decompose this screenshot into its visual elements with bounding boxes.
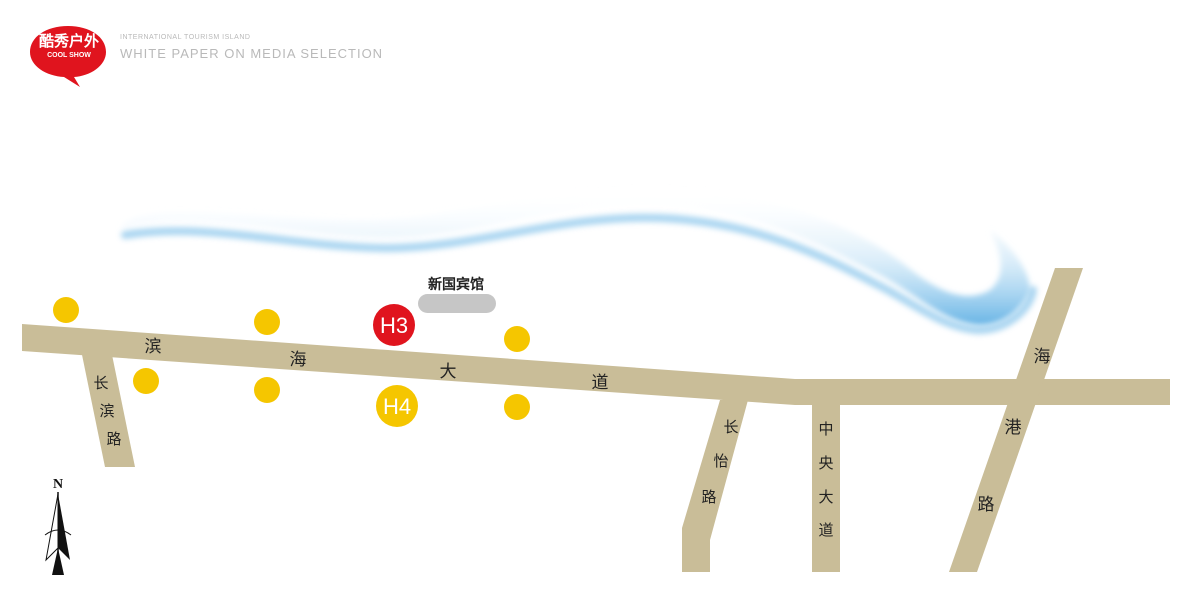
road-label-char: 大	[440, 362, 457, 382]
brand-name: 酷秀户外	[38, 32, 99, 50]
compass-icon: N	[44, 477, 72, 575]
road-zhongyang-avenue	[812, 400, 840, 572]
marker-h4-label: H4	[383, 394, 411, 419]
tagline-small: INTERNATIONAL TOURISM ISLAND	[120, 34, 251, 41]
road-label-char: 滨	[99, 402, 114, 420]
water-area	[120, 187, 1030, 326]
road-binhai-avenue	[22, 324, 1170, 405]
road-label-char: 道	[818, 521, 833, 539]
location-dots	[53, 297, 530, 420]
road-changbin-road	[80, 345, 135, 467]
road-label-char: 中	[818, 420, 833, 438]
road-changyi-road	[682, 400, 748, 572]
road-label-char: 海	[1034, 347, 1051, 367]
road-label-char: 道	[592, 373, 609, 393]
road-haigang-road	[949, 268, 1083, 572]
marker-h3[interactable]: H3	[373, 304, 415, 346]
road-label-char: 路	[106, 430, 121, 448]
marker-h4[interactable]: H4	[376, 385, 418, 427]
road-label-char: 路	[701, 488, 716, 506]
location-dot[interactable]	[133, 368, 159, 394]
road-label-char: 央	[818, 454, 833, 472]
road-label-char: 大	[818, 488, 833, 506]
coastline	[121, 213, 1037, 335]
road-label-char: 港	[1005, 418, 1022, 438]
road-labels: 滨 海 大 道 长 滨 路 长 怡 路 中 央 大 道 海 港 路	[93, 337, 1050, 539]
location-dot[interactable]	[254, 377, 280, 403]
location-dot[interactable]	[254, 309, 280, 335]
marker-h3-label: H3	[380, 313, 408, 338]
roads	[22, 268, 1170, 572]
landmark-label: 新国宾馆	[428, 276, 484, 293]
road-label-char: 怡	[713, 452, 728, 470]
road-label-char: 滨	[145, 337, 162, 357]
compass-north-label: N	[53, 477, 63, 492]
location-dot[interactable]	[504, 326, 530, 352]
brand-subtitle: COOL SHOW	[47, 52, 91, 59]
road-label-char: 路	[978, 495, 995, 515]
brand-logo	[30, 26, 106, 87]
road-label-char: 长	[723, 418, 738, 436]
road-label-char: 长	[93, 374, 108, 392]
location-dot[interactable]	[53, 297, 79, 323]
location-dot[interactable]	[504, 394, 530, 420]
landmark-bar	[418, 294, 496, 313]
road-label-char: 海	[290, 350, 307, 370]
tagline-large: WHITE PAPER ON MEDIA SELECTION	[120, 46, 384, 61]
